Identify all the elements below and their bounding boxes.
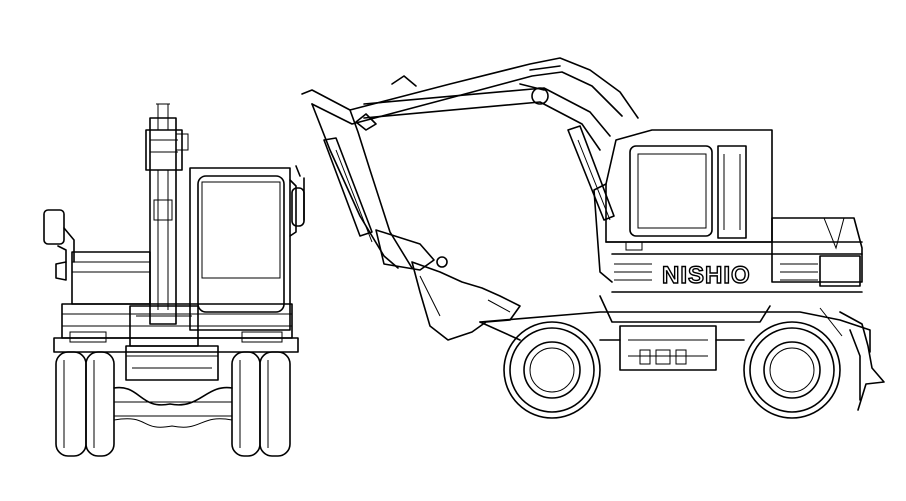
front-boom xyxy=(125,103,219,381)
front-wheel xyxy=(743,321,841,419)
side-cab xyxy=(593,129,773,283)
outrigger xyxy=(819,307,885,411)
chassis xyxy=(479,295,871,371)
mirror xyxy=(43,209,75,281)
brand-band: NISHIO xyxy=(614,261,818,290)
front-wheels xyxy=(55,351,291,457)
front-cab xyxy=(189,165,305,331)
brand-label: NISHIO xyxy=(662,262,751,289)
rear-wheel xyxy=(503,321,601,419)
front-view xyxy=(43,103,305,457)
boom-arm xyxy=(301,57,639,269)
engine-housing xyxy=(605,217,863,293)
hydraulic-cylinders xyxy=(323,125,615,271)
side-view: NISHIO xyxy=(301,57,885,419)
bucket xyxy=(411,256,521,341)
